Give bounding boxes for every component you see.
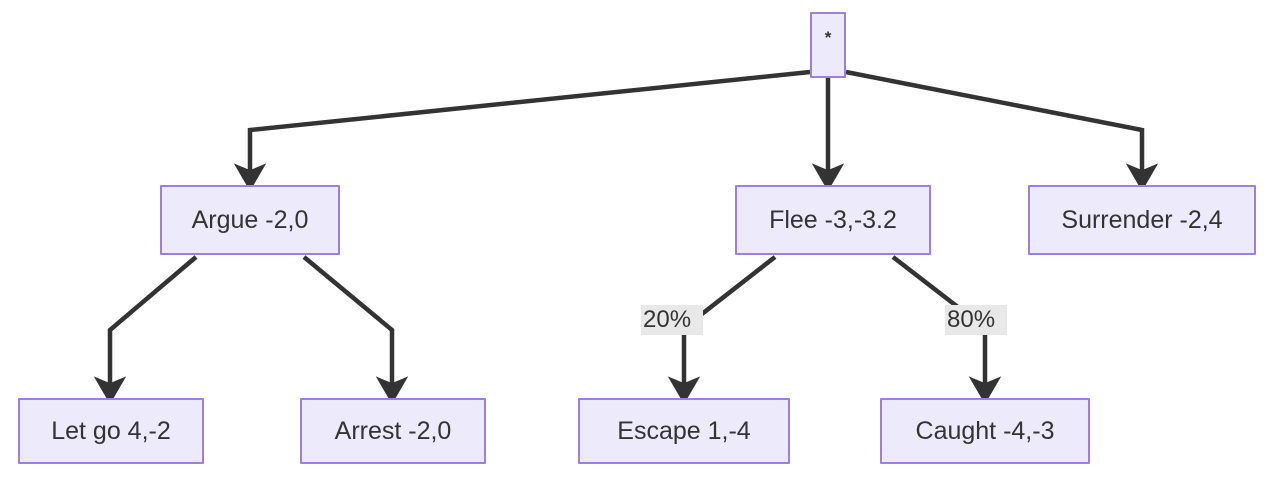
node-argue[interactable]: Argue -2,0 (160, 185, 340, 255)
node-flee[interactable]: Flee -3,-3.2 (735, 185, 931, 255)
edge-argue-to-arrest (302, 255, 409, 405)
node-escape[interactable]: Escape 1,-4 (578, 398, 790, 464)
edge-label-20pct: 20% (641, 305, 703, 335)
node-root[interactable]: * (810, 12, 846, 78)
node-arrest[interactable]: Arrest -2,0 (300, 398, 486, 464)
edge-label-80pct: 80% (945, 305, 1007, 335)
edge-root-to-surrender (845, 69, 1159, 192)
node-caught[interactable]: Caught -4,-3 (880, 398, 1090, 464)
node-surrender[interactable]: Surrender -2,4 (1028, 185, 1256, 255)
edge-root-to-argue (233, 69, 811, 192)
edge-argue-to-letgo (93, 255, 198, 405)
node-letgo[interactable]: Let go 4,-2 (18, 398, 204, 464)
